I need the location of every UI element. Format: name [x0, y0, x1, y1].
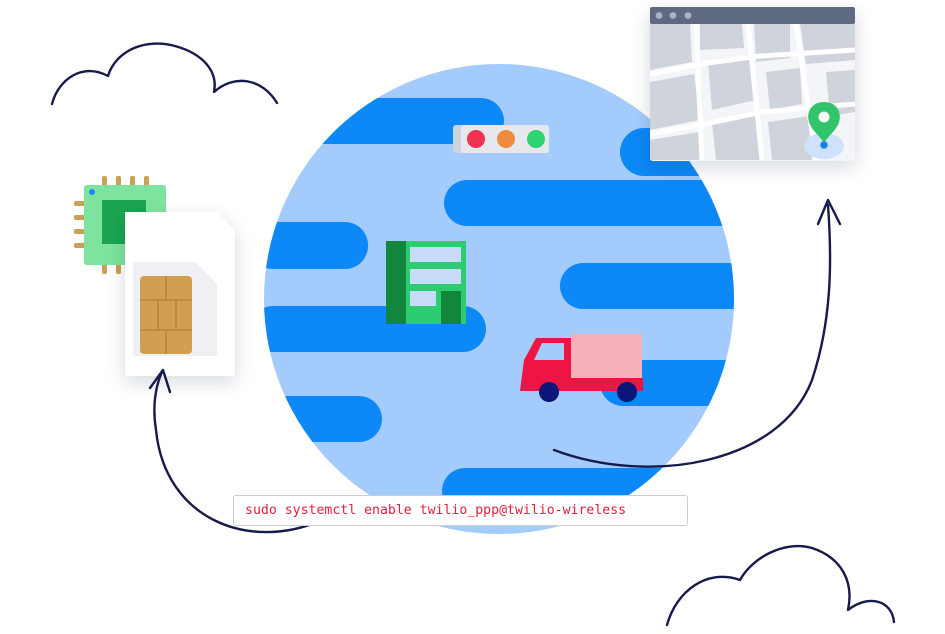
command-box: sudo systemctl enable twilio_ppp@twilio-…	[233, 495, 688, 526]
cloud-top-left	[50, 42, 279, 106]
window-dot-icon	[684, 12, 692, 19]
building-icon	[386, 241, 466, 324]
truck-icon	[520, 334, 643, 402]
arrow-to-sim-head	[148, 368, 172, 394]
window-dot-icon	[669, 12, 677, 19]
window-dot-icon	[655, 12, 663, 19]
cloud-bottom-right	[665, 544, 896, 627]
globe-icon	[264, 64, 734, 534]
map-pin-icon	[808, 102, 840, 149]
traffic-light-icon	[453, 125, 549, 153]
arrow-to-map-head	[816, 198, 842, 226]
arrow-to-sim	[153, 370, 324, 534]
command-text: sudo systemctl enable twilio_ppp@twilio-…	[245, 503, 627, 518]
arrow-to-map	[552, 203, 832, 468]
sim-card-icon	[125, 212, 235, 376]
